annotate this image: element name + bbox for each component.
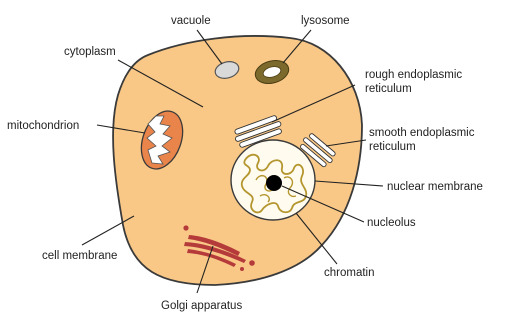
label-vacuole: vacuole [171, 15, 211, 27]
label-smooth-er-line2: reticulum [369, 141, 416, 153]
label-nucleolus: nucleolus [367, 217, 416, 229]
label-cytoplasm: cytoplasm [64, 46, 116, 58]
label-lysosome: lysosome [301, 15, 350, 27]
label-mitochondrion: mitochondrion [7, 120, 79, 132]
label-nuclear-membrane: nuclear membrane [387, 181, 483, 193]
label-rough-er-line1: rough endoplasmic [365, 69, 462, 81]
label-chromatin: chromatin [324, 267, 375, 279]
label-rough-er-line2: reticulum [365, 83, 412, 95]
label-smooth-er-line1: smooth endoplasmic [369, 127, 475, 139]
nucleolus [266, 175, 282, 191]
label-golgi: Golgi apparatus [161, 300, 242, 312]
label-cell-membrane: cell membrane [42, 250, 117, 262]
